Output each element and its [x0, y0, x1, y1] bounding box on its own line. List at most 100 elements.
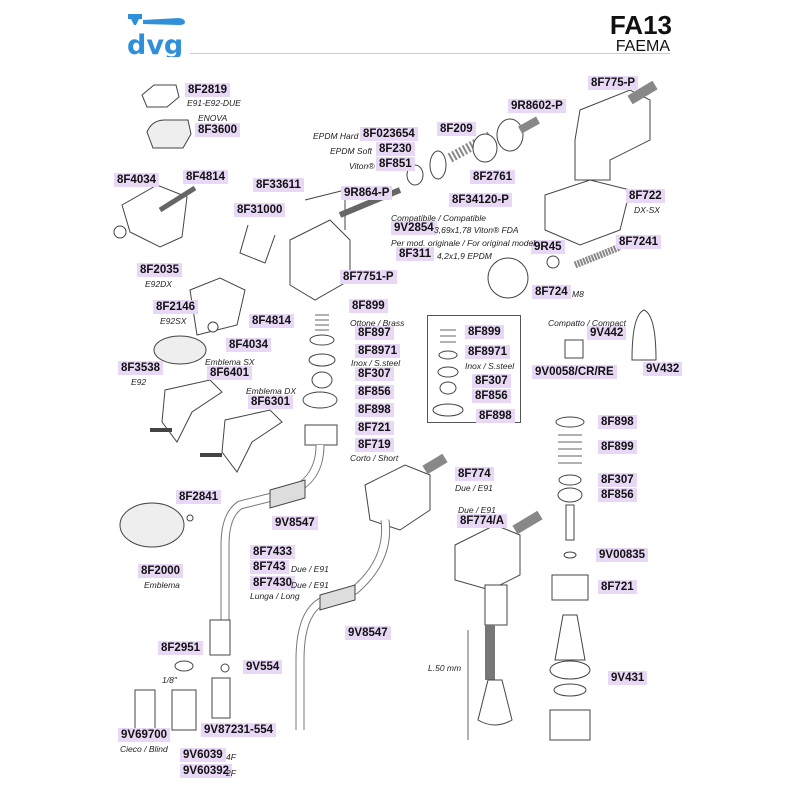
part-label[interactable]: 8F724 — [532, 285, 571, 299]
part-label[interactable]: 8F774 — [455, 467, 494, 481]
part-label[interactable]: 9R45 — [531, 240, 565, 254]
part-label[interactable]: 8F899 — [465, 325, 504, 339]
header-divider — [190, 53, 670, 54]
model-title: FA13 — [609, 10, 672, 40]
part-label[interactable]: 9V60392 — [180, 764, 233, 778]
part-note: Due / E91 — [455, 483, 493, 493]
part-label[interactable]: 9V0058/CR/RE — [532, 365, 617, 379]
part-label[interactable]: 8F2000 — [138, 564, 184, 578]
part-label[interactable]: 8F7430 — [250, 576, 296, 590]
part-label[interactable]: 9V431 — [608, 671, 648, 685]
part-note: Emblema — [144, 580, 180, 590]
part-note: 3,69x1,78 Viton® FDA — [434, 225, 519, 235]
part-label[interactable]: 9V2854 — [391, 221, 437, 235]
part-note: Compatibile / Compatible — [391, 213, 486, 223]
part-label[interactable]: 9V6039 — [180, 748, 226, 762]
part-label[interactable]: 8F4814 — [183, 170, 229, 184]
part-label[interactable]: 8F775-P — [588, 76, 639, 90]
part-note: Ottone / Brass — [350, 318, 405, 328]
svg-text:dvg: dvg — [127, 30, 183, 57]
part-label[interactable]: 8F2035 — [137, 263, 183, 277]
part-label[interactable]: 9V8547 — [272, 516, 318, 530]
part-label[interactable]: 8F899 — [349, 299, 388, 313]
part-note: E92 — [131, 377, 147, 387]
part-label[interactable]: 8F307 — [355, 367, 394, 381]
part-note: DX-SX — [634, 205, 660, 215]
manufacturer-name: FAEMA — [615, 38, 670, 55]
part-label[interactable]: 8F774/A — [457, 514, 508, 528]
part-label[interactable]: 9R8602-P — [508, 99, 566, 113]
part-label[interactable]: 8F2761 — [470, 170, 516, 184]
part-label[interactable]: 8F851 — [376, 157, 415, 171]
part-note: EPDM Soft — [330, 146, 373, 156]
part-label[interactable]: 9V00835 — [596, 548, 649, 562]
part-note: Emblema SX — [205, 357, 255, 367]
part-label[interactable]: 8F4034 — [114, 173, 160, 187]
part-note: EPDM Hard — [313, 131, 359, 141]
part-note: Due / E91 — [458, 505, 496, 515]
part-label[interactable]: 8F307 — [472, 374, 511, 388]
seal-kit-box — [427, 315, 521, 423]
part-note: Emblema DX — [246, 386, 297, 396]
part-label[interactable]: 8F898 — [598, 415, 637, 429]
part-label[interactable]: 8F897 — [355, 326, 394, 340]
part-label[interactable]: 8F311 — [396, 247, 434, 261]
part-label[interactable]: 8F8971 — [355, 344, 401, 358]
part-label[interactable]: 8F31000 — [234, 203, 286, 217]
part-label[interactable]: 8F7751-P — [340, 270, 397, 284]
part-note: Compatto / Compact — [548, 318, 626, 328]
part-note: Inox / S.steel — [465, 361, 515, 371]
part-note: E92SX — [160, 316, 187, 326]
part-label[interactable]: 8F230 — [376, 142, 415, 156]
part-label[interactable]: 9R864-P — [341, 186, 393, 200]
part-note: 4,2x1,9 EPDM — [437, 251, 492, 261]
part-label[interactable]: 8F33611 — [253, 178, 304, 192]
part-label[interactable]: 8F743 — [250, 560, 289, 574]
part-label[interactable]: 8F2841 — [176, 490, 222, 504]
part-label[interactable]: 9V554 — [243, 660, 283, 674]
part-label[interactable]: 8F3600 — [195, 123, 241, 137]
part-label[interactable]: 8F856 — [598, 488, 637, 502]
part-label[interactable]: 8F7241 — [616, 235, 662, 249]
part-note: Inox / S.steel — [351, 358, 401, 368]
part-label[interactable]: 8F856 — [355, 385, 394, 399]
part-label[interactable]: 8F34120-P — [449, 193, 512, 207]
part-label[interactable]: 9V442 — [587, 326, 627, 340]
part-note: Viton® — [349, 161, 375, 171]
part-label[interactable]: 8F899 — [598, 440, 637, 454]
part-note: Corto / Short — [350, 453, 399, 463]
part-note: 1/8" — [162, 675, 177, 685]
part-label[interactable]: 8F7433 — [250, 545, 296, 559]
part-label[interactable]: 8F3538 — [118, 361, 164, 375]
part-label[interactable]: 8F6301 — [248, 395, 294, 409]
part-label[interactable]: 8F719 — [355, 438, 394, 452]
part-note: Per mod. originale / For original model — [391, 238, 536, 248]
part-label[interactable]: 8F6401 — [207, 366, 253, 380]
part-label[interactable]: 8F023654 — [360, 127, 418, 141]
part-note: Due / E91 — [291, 580, 329, 590]
part-label[interactable]: 8F898 — [355, 403, 394, 417]
part-label[interactable]: 9V69700 — [118, 728, 171, 742]
part-label[interactable]: 8F721 — [355, 421, 394, 435]
part-note: 4F — [226, 752, 236, 762]
part-label[interactable]: 9V87231-554 — [201, 723, 277, 737]
dvg-logo: dvg — [125, 12, 190, 62]
part-label[interactable]: 8F2951 — [158, 641, 204, 655]
part-label[interactable]: 8F8971 — [465, 345, 511, 359]
part-note: E92DX — [145, 279, 172, 289]
part-note: Lunga / Long — [250, 591, 300, 601]
part-label[interactable]: 8F4034 — [226, 338, 272, 352]
part-label[interactable]: 8F722 — [626, 189, 665, 203]
part-label[interactable]: 8F307 — [598, 473, 637, 487]
part-label[interactable]: 8F898 — [476, 409, 515, 423]
part-label[interactable]: 9V8547 — [345, 626, 391, 640]
part-label[interactable]: 9V432 — [643, 362, 683, 376]
part-label[interactable]: 8F4814 — [249, 314, 295, 328]
part-label[interactable]: 8F2146 — [153, 300, 199, 314]
part-label[interactable]: 8F2819 — [185, 83, 231, 97]
part-label[interactable]: 8F856 — [472, 389, 511, 403]
part-label[interactable]: 8F209 — [437, 122, 476, 136]
part-label[interactable]: 8F721 — [598, 580, 637, 594]
part-note: ENOVA — [198, 113, 228, 123]
part-note: Cieco / Blind — [120, 744, 168, 754]
